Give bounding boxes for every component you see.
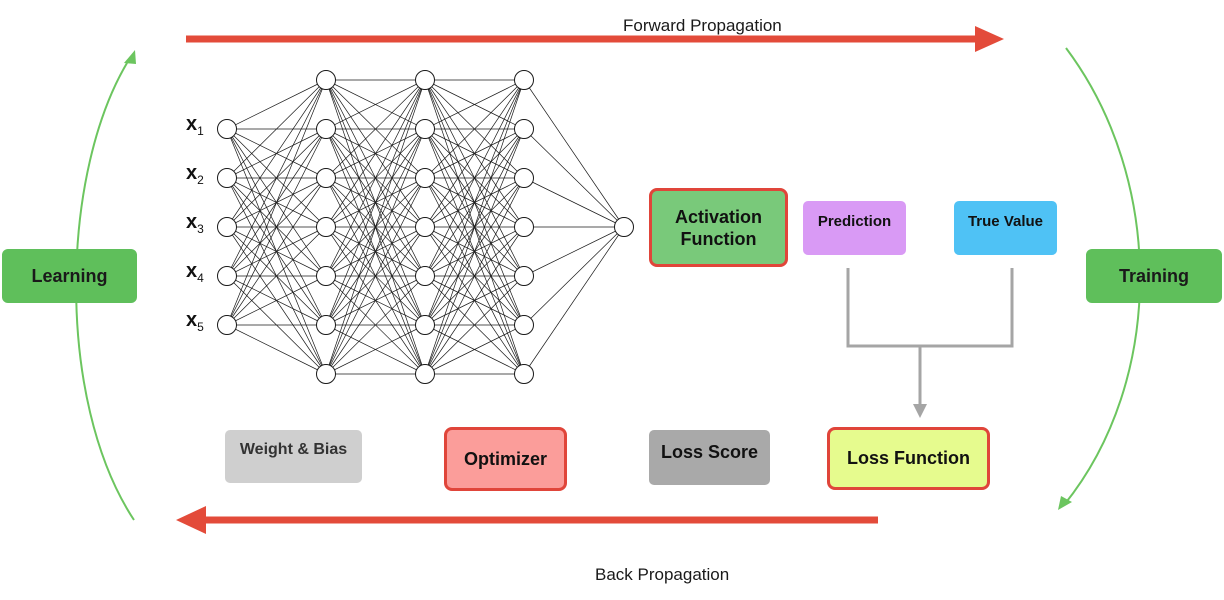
hidden-node: [415, 315, 435, 335]
network-edge: [325, 79, 426, 130]
network-edge: [424, 79, 525, 277]
learning-box: Learning: [2, 249, 137, 303]
network-edge: [226, 79, 327, 326]
hidden-node: [316, 315, 336, 335]
true-value-box: True Value: [954, 201, 1057, 255]
network-edge: [424, 324, 525, 375]
hidden-node: [514, 70, 534, 90]
network-edge: [325, 324, 426, 375]
prediction-connector: [846, 268, 1014, 348]
loss-function-box: Loss Function: [827, 427, 990, 490]
network-edge: [325, 226, 426, 375]
network-edge: [226, 79, 327, 228]
output-node: [614, 217, 634, 237]
hidden-node: [415, 217, 435, 237]
forward-arrowhead: [975, 26, 1004, 52]
network-edge: [325, 79, 426, 277]
input-node: [217, 119, 237, 139]
network-edge: [325, 275, 426, 375]
network-edge: [325, 79, 426, 179]
hidden-node: [316, 217, 336, 237]
hidden-node: [415, 168, 435, 188]
input-label: x3: [186, 211, 204, 236]
network-edge: [424, 79, 525, 130]
loss-connector-arrowhead: [913, 404, 927, 418]
hidden-node: [514, 364, 534, 384]
network-edge: [424, 128, 525, 375]
hidden-node: [514, 266, 534, 286]
network-edge: [325, 79, 426, 326]
network-edge: [226, 79, 327, 277]
network-edge: [424, 226, 525, 375]
input-label: x4: [186, 260, 204, 285]
activation-function-box: Activation Function: [649, 188, 788, 267]
network-edge: [424, 79, 525, 326]
hidden-node: [316, 119, 336, 139]
network-edge: [325, 128, 426, 375]
network-edge: [523, 226, 625, 375]
input-node: [217, 168, 237, 188]
hidden-node: [514, 119, 534, 139]
network-edge: [523, 79, 625, 228]
weight-bias-box: Weight & Bias: [225, 430, 362, 483]
network-edge: [523, 128, 625, 228]
input-node: [217, 266, 237, 286]
network-edge: [226, 128, 327, 326]
network-edge: [523, 177, 625, 228]
training-box: Training: [1086, 249, 1222, 303]
network-edge: [523, 226, 625, 326]
network-edge: [226, 79, 327, 130]
network-edge: [523, 226, 625, 277]
network-edges: [226, 79, 625, 375]
network-edge: [424, 177, 525, 375]
network-edge: [325, 79, 426, 375]
network-edge: [226, 324, 327, 375]
hidden-node: [415, 119, 435, 139]
network-edge: [424, 79, 525, 228]
optimizer-box: Optimizer: [444, 427, 567, 491]
hidden-node: [316, 168, 336, 188]
hidden-node: [316, 70, 336, 90]
network-edge: [424, 79, 525, 179]
learning-arc-arrowhead: [124, 50, 136, 64]
network-edge: [424, 275, 525, 375]
network-edge: [226, 177, 327, 326]
input-label: x2: [186, 162, 204, 187]
network-nodes: [217, 70, 634, 384]
hidden-node: [415, 70, 435, 90]
hidden-node: [415, 364, 435, 384]
loss-score-box: Loss Score: [649, 430, 770, 485]
hidden-node: [316, 266, 336, 286]
prediction-box: Prediction: [803, 201, 906, 255]
network-edge: [424, 79, 525, 375]
hidden-node: [316, 364, 336, 384]
network-edge: [226, 79, 327, 179]
hidden-node: [514, 217, 534, 237]
input-label: x5: [186, 309, 204, 334]
back-arrowhead: [176, 506, 206, 534]
forward-propagation-label: Forward Propagation: [623, 16, 782, 35]
hidden-node: [514, 315, 534, 335]
training-arc-arrowhead: [1058, 496, 1072, 510]
network-edge: [226, 275, 327, 326]
network-edge: [325, 177, 426, 375]
hidden-node: [415, 266, 435, 286]
input-label: x1: [186, 113, 204, 138]
input-node: [217, 315, 237, 335]
network-edge: [226, 226, 327, 326]
network-edge: [325, 79, 426, 228]
hidden-node: [514, 168, 534, 188]
back-propagation-label: Back Propagation: [595, 565, 730, 584]
input-node: [217, 217, 237, 237]
